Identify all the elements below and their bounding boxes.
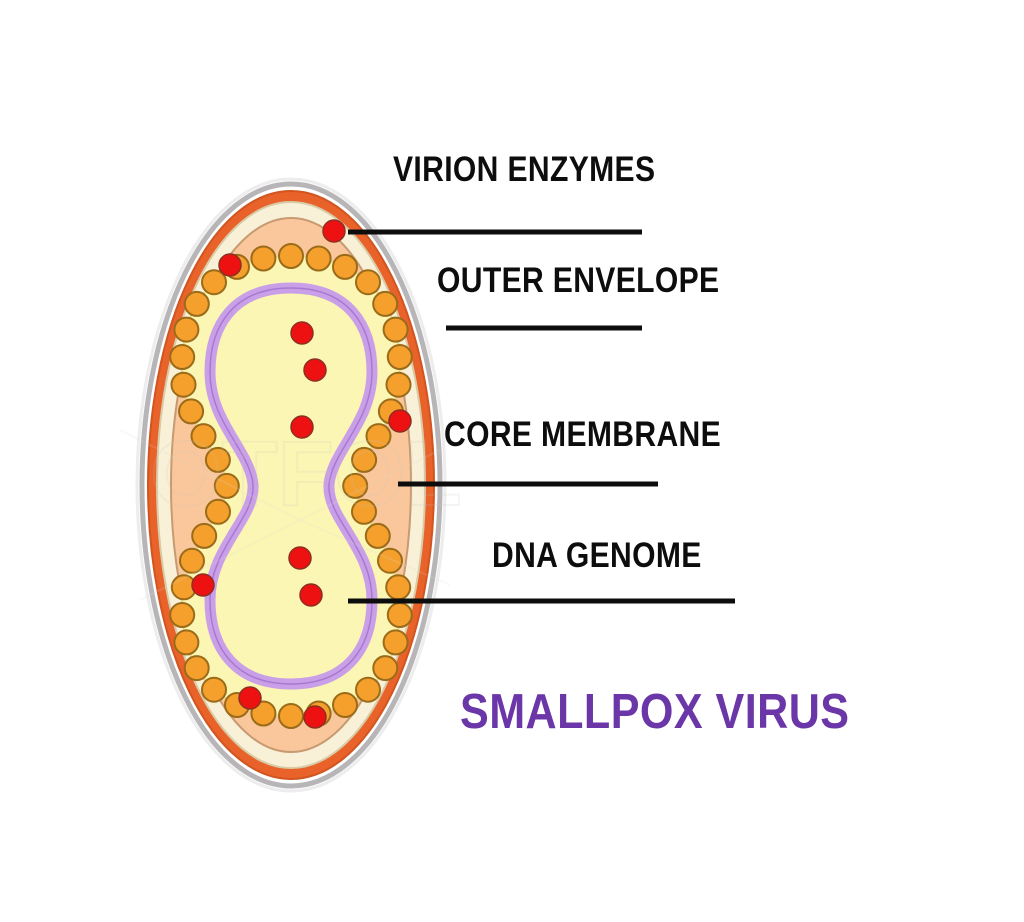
virion-enzyme-bead xyxy=(372,655,399,682)
virion-enzyme-bead xyxy=(386,602,413,628)
virion-enzyme-bead xyxy=(372,290,399,317)
virion-enzyme-bead xyxy=(364,522,391,549)
virion-enzyme-bead xyxy=(183,290,210,317)
virion-enzyme-bead xyxy=(351,446,378,473)
watermark: OTFOL xyxy=(119,422,463,601)
watermark-text: OTFOL xyxy=(150,423,462,525)
virion-enzyme-bead xyxy=(213,472,240,499)
dna-genome-dots xyxy=(191,219,412,729)
virion-enzyme-bead xyxy=(332,692,358,718)
virion-enzyme-bead xyxy=(250,245,277,272)
virion-enzyme-bead xyxy=(191,522,218,549)
dna-genome-dot xyxy=(191,573,215,597)
virion-enzyme-bead xyxy=(385,371,412,398)
virion-enzyme-bead xyxy=(382,629,409,656)
dna-genome-dot xyxy=(218,253,242,277)
label-dna-genome: DNA GENOME xyxy=(492,536,702,575)
dna-genome-dot xyxy=(238,686,262,710)
virion-enzyme-bead xyxy=(178,398,205,425)
virion-enzyme-bead xyxy=(250,700,277,727)
virion-enzyme-bead xyxy=(205,498,231,525)
virion-enzyme-bead xyxy=(332,253,358,280)
label-virion-enzymes: VIRION ENZYMES xyxy=(393,150,656,189)
virion-enzyme-bead xyxy=(169,602,196,628)
virion-enzyme-bead xyxy=(173,629,200,656)
virion-enzyme-bead xyxy=(382,316,409,343)
virion-enzyme-bead xyxy=(201,676,227,703)
virion-enzyme-bead xyxy=(173,316,200,343)
virion-enzyme-bead xyxy=(386,344,413,370)
virion-enzyme-bead xyxy=(278,243,304,269)
virion-enzyme-bead xyxy=(201,269,227,296)
virion-enzyme-bead xyxy=(355,269,381,296)
virion-enzyme-bead xyxy=(183,655,210,682)
dna-genome-dot xyxy=(303,358,327,382)
virion-enzyme-bead xyxy=(342,472,369,499)
virion-enzyme-bead xyxy=(365,423,392,450)
label-core-membrane: CORE MEMBRANE xyxy=(444,415,722,454)
dna-genome-dot xyxy=(288,546,312,570)
virion-enzyme-bead xyxy=(305,245,332,272)
dna-genome-dot xyxy=(299,583,323,607)
virion-enzyme-bead xyxy=(169,344,196,370)
virion-enzyme-bead xyxy=(377,547,403,574)
virion-enzyme-bead xyxy=(170,371,197,398)
label-outer-envelope: OUTER ENVELOPE xyxy=(437,261,720,300)
virion-enzyme-bead xyxy=(278,703,304,729)
dna-genome-dot xyxy=(303,705,327,729)
virion-enzyme-bead xyxy=(351,498,377,525)
dna-genome-dot xyxy=(290,415,314,439)
virion-enzyme-bead xyxy=(204,446,231,473)
page-title: SMALLPOX VIRUS xyxy=(460,685,850,739)
leader-lines-group xyxy=(348,229,735,604)
dna-genome-dot xyxy=(388,409,412,433)
virion-enzyme-bead xyxy=(385,574,412,601)
virion-enzyme-bead xyxy=(179,547,205,574)
dna-genome-dot xyxy=(322,219,346,243)
dna-genome-dot xyxy=(290,321,314,345)
virion-enzyme-bead xyxy=(190,423,217,450)
virion-enzyme-bead xyxy=(355,676,381,703)
